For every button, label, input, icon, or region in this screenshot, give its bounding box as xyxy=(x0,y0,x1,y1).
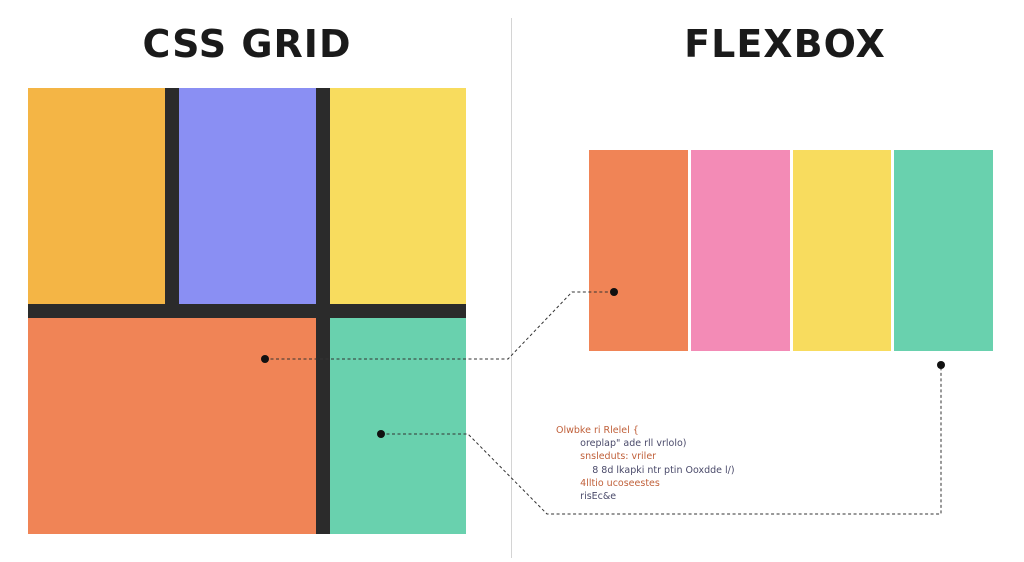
grid-cell-bottom-right xyxy=(330,318,466,534)
code-line: oreplap" ade rll vrlolo) xyxy=(556,438,687,450)
flex-item-2 xyxy=(690,150,790,351)
connector-dot-flex-item-4 xyxy=(937,361,945,369)
code-line: Olwbke ri Rlelel { xyxy=(556,425,639,436)
flexbox-title: FLEXBOX xyxy=(684,22,886,66)
flexbox-diagram xyxy=(589,150,993,351)
flex-item-3 xyxy=(792,150,892,351)
css-grid-diagram xyxy=(28,88,466,534)
grid-cell-top-middle xyxy=(179,88,316,304)
code-line: 8 8d lkapki ntr ptin Ooxdde l/) xyxy=(556,464,735,476)
code-snippet: Olwbke ri Rlelel { oreplap" ade rll vrlo… xyxy=(556,424,735,503)
code-line: 4lltio ucoseestes xyxy=(556,477,660,489)
code-line: risEc&e xyxy=(556,491,617,503)
center-divider xyxy=(511,18,512,558)
flex-item-4 xyxy=(894,150,993,351)
code-line: snsleduts: vriler xyxy=(556,451,657,463)
grid-cell-top-right xyxy=(330,88,466,304)
grid-cell-bottom-left xyxy=(28,318,316,534)
flex-item-1 xyxy=(589,150,688,351)
css-grid-title: CSS GRID xyxy=(142,22,352,66)
grid-cell-top-left xyxy=(28,88,165,304)
